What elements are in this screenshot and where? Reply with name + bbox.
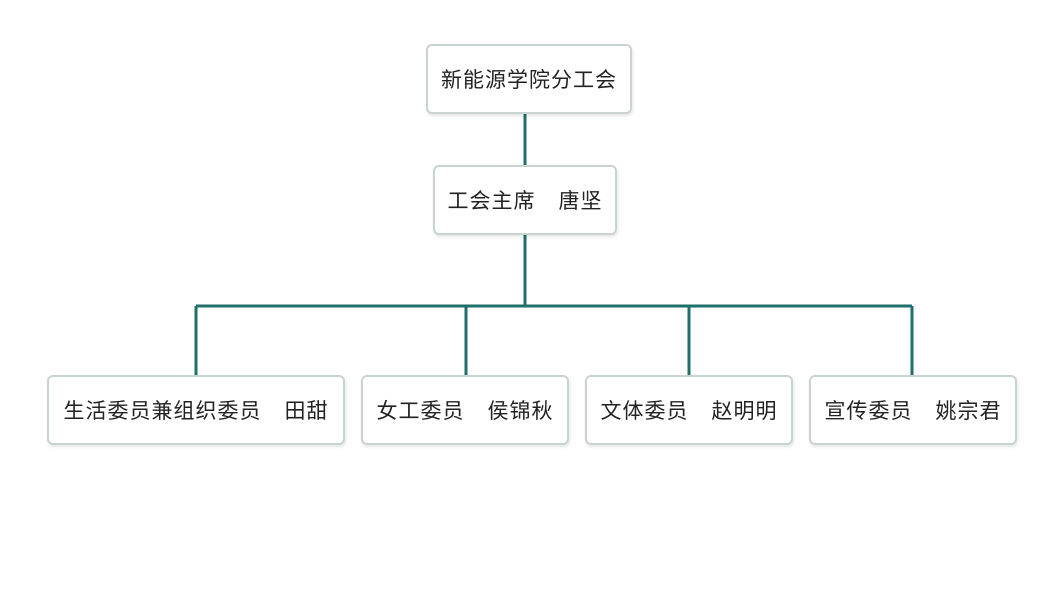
node-member-culture-sports: 文体委员 赵明明 xyxy=(585,375,793,445)
node-member-label: 文体委员 赵明明 xyxy=(600,399,778,423)
node-member-label: 宣传委员 姚宗君 xyxy=(824,399,1002,423)
node-member-label: 女工委员 侯锦秋 xyxy=(376,399,554,423)
node-union-chair: 工会主席 唐坚 xyxy=(433,165,617,235)
node-union-chair-label: 工会主席 唐坚 xyxy=(447,189,603,213)
node-member-women: 女工委员 侯锦秋 xyxy=(361,375,569,445)
node-member-publicity: 宣传委员 姚宗君 xyxy=(809,375,1017,445)
node-member-label: 生活委员兼组织委员 田甜 xyxy=(63,399,329,423)
node-union-branch: 新能源学院分工会 xyxy=(426,44,632,114)
node-union-branch-label: 新能源学院分工会 xyxy=(441,68,617,92)
node-member-life-organization: 生活委员兼组织委员 田甜 xyxy=(47,375,345,445)
